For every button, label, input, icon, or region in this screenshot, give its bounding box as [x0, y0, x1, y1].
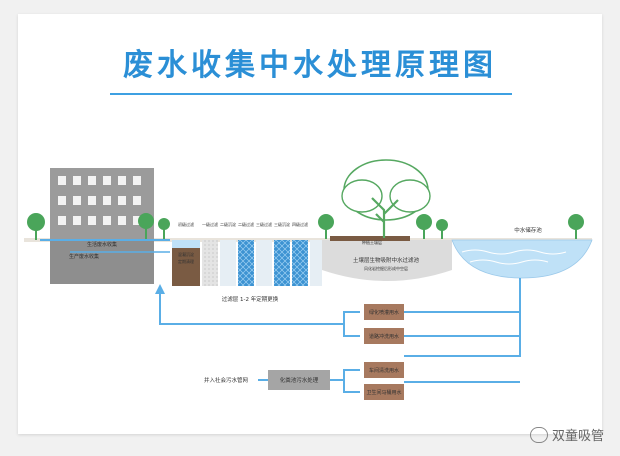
tree-icon-5: [416, 214, 432, 239]
tree-icon-1: [27, 213, 45, 240]
use-box-1: [364, 304, 404, 320]
filter-note: 过滤层 1-2 年定期更换: [222, 295, 279, 303]
watermark-text: 双童吸管: [551, 429, 604, 444]
production-collection-label: 生产废水收集: [69, 253, 99, 260]
septic-box: [268, 370, 330, 390]
soil-pool-label: 土壤层生物吸附中水过滤池: [353, 256, 420, 264]
domestic-collection-label: 生活废水收集: [87, 241, 117, 248]
stage-label-5: 三级过滤: [256, 221, 272, 227]
stage-4-tank: [256, 240, 272, 286]
tree-icon-7: [568, 214, 584, 239]
septic-label: 化粪池污水处理: [280, 376, 319, 384]
stage-label-3: 二级沉淀: [220, 221, 236, 227]
use-box-3: [364, 362, 404, 378]
tree-icon-4: [318, 214, 334, 239]
stage-3-tank: [238, 240, 254, 286]
pretreat-label-3: 定期清理: [178, 258, 194, 264]
stage-label-4: 二级过滤: [238, 221, 254, 227]
use-label-2: 道路冲洗用水: [369, 333, 399, 340]
use-label-3: 车间清洗用水: [369, 367, 399, 374]
title-underline: [110, 93, 512, 95]
stage-6-tank: [292, 240, 308, 286]
storage-pool: [451, 239, 593, 279]
filter-stages: [202, 240, 322, 286]
use-label-1: 绿化喷灌用水: [369, 309, 399, 316]
distribution-pipes: [155, 278, 521, 393]
pretreat-label-2: 混凝沉淀: [178, 251, 194, 257]
use-label-4: 卫生间马桶用水: [366, 389, 401, 396]
soil-pool: [322, 236, 452, 281]
plant-zone-label: 种植土壤层: [362, 239, 382, 245]
stage-7-tank: [310, 240, 322, 286]
stage-label-7: 四级过滤: [292, 221, 308, 227]
use-box-4: [364, 384, 404, 400]
page-title: 废水收集中水处理原理图: [123, 48, 497, 83]
stage-label-2: 一级过滤: [202, 221, 218, 227]
tree-icon-6: [436, 219, 448, 239]
sewer-label: 并入社会污水管网: [204, 376, 249, 384]
tree-icon-3: [158, 218, 170, 239]
storage-label: 中水储存池: [514, 226, 542, 234]
stage-label-6: 三级沉淀: [274, 221, 290, 227]
stage-label-1: 初级过滤: [178, 221, 194, 227]
soil-pool-sublabel: 风化岩挖掘后形成中空层: [364, 265, 408, 271]
stage-2-tank: [220, 240, 236, 286]
pretreat-tank: [172, 240, 200, 286]
use-box-2: [364, 328, 404, 344]
stage-5-tank: [274, 240, 290, 286]
big-tree-icon: [341, 159, 431, 238]
watermark: 双童吸管: [529, 425, 604, 444]
wechat-icon: [529, 426, 548, 443]
stage-1-tank: [202, 240, 218, 286]
tree-icon-2: [138, 213, 154, 239]
factory-building: [50, 168, 154, 284]
